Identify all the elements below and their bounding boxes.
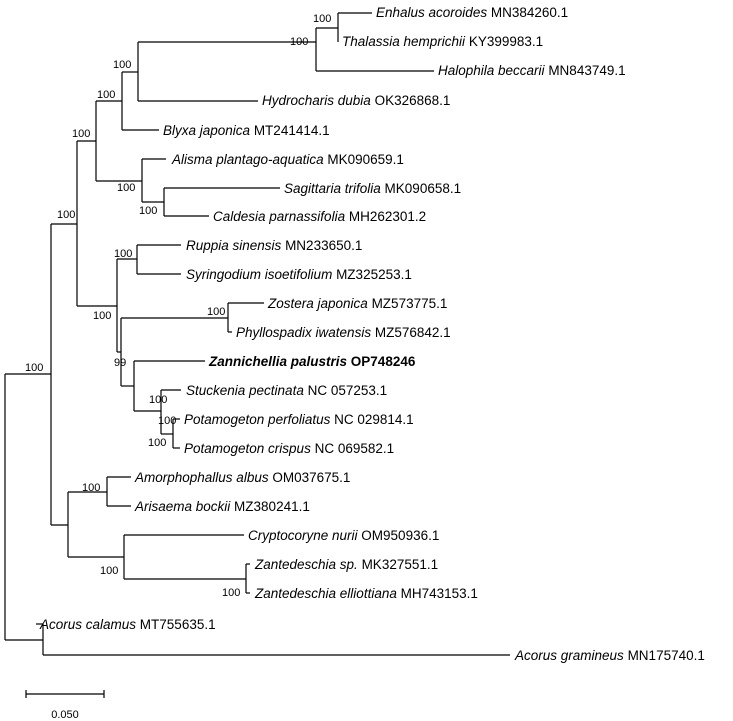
- bootstrap-n-hydro-alis: 100: [57, 209, 75, 221]
- species-name: Caldesia parnassifolia: [213, 209, 346, 224]
- accession-number: MK090659.1: [324, 152, 404, 167]
- taxon-label-potamogeton-perf: Potamogeton perfoliatus NC 029814.1: [184, 412, 414, 427]
- species-name: Blyxa japonica: [163, 123, 251, 138]
- taxon-label-enhalus: Enhalus acoroides MN384260.1: [376, 5, 568, 20]
- accession-number: MN384260.1: [487, 5, 568, 20]
- accession-number: OP748246: [347, 354, 416, 369]
- accession-number: MH743153.1: [397, 586, 478, 601]
- species-name: Arisaema bockii: [134, 499, 231, 514]
- species-name: Ruppia sinensis: [186, 238, 282, 253]
- accession-number: MT241414.1: [250, 123, 330, 138]
- accession-number: MZ325253.1: [332, 267, 412, 282]
- species-name: Zantedeschia elliottiana: [254, 586, 397, 601]
- accession-number: MZ380241.1: [230, 499, 310, 514]
- taxon-label-ruppia: Ruppia sinensis MN233650.1: [186, 238, 362, 253]
- bootstrap-n-alis-all: 100: [139, 205, 157, 217]
- species-name: Stuckenia pectinata: [186, 383, 304, 398]
- bootstrap-values: 100 100 100 100 100 100 100 100 100 100 99 100 100 10…: [25, 13, 331, 599]
- species-name: Zantedeschia sp.: [254, 557, 358, 572]
- bootstrap-n-potam: 99: [114, 357, 126, 369]
- accession-number: MN843749.1: [545, 63, 626, 78]
- species-name: Sagittaria trifolia: [284, 181, 381, 196]
- taxon-label-sagittaria: Sagittaria trifolia MK090658.1: [284, 181, 461, 196]
- bootstrap-n-hydroch3: 100: [290, 36, 308, 48]
- taxon-label-amorphophallus: Amorphophallus albus OM037675.1: [134, 470, 350, 485]
- bootstrap-n-sag-cal: 100: [117, 182, 135, 194]
- bootstrap-n-ruppia: 100: [114, 248, 132, 260]
- accession-number: KY399983.1: [465, 34, 543, 49]
- taxon-label-zostera: Zostera japonica MZ573775.1: [267, 296, 447, 311]
- taxon-label-zannichellia: Zannichellia palustris OP748246: [208, 354, 416, 369]
- taxon-label-halophila: Halophila beccarii MN843749.1: [438, 63, 626, 78]
- taxon-label-zantedeschia-sp: Zantedeschia sp. MK327551.1: [254, 557, 438, 572]
- bootstrap-n-pot-pair: 100: [158, 415, 176, 427]
- species-name: Halophila beccarii: [438, 63, 546, 78]
- taxon-label-hydrocharis: Hydrocharis dubia OK326868.1: [262, 93, 450, 108]
- scale-bar: 0.050: [25, 690, 105, 721]
- accession-number: MH262301.2: [345, 209, 426, 224]
- bootstrap-n-alisma: 100: [72, 128, 90, 140]
- accession-number: MZ576842.1: [371, 325, 451, 340]
- taxon-label-caldesia: Caldesia parnassifolia MH262301.2: [213, 209, 426, 224]
- species-name: Phyllospadix iwatensis: [236, 325, 371, 340]
- accession-number: OK326868.1: [371, 93, 451, 108]
- bootstrap-n-zostera: 100: [207, 306, 225, 318]
- species-name: Cryptocoryne nurii: [248, 528, 359, 543]
- bootstrap-n-alis-potam: 100: [149, 394, 167, 406]
- accession-number: MT755635.1: [136, 617, 216, 632]
- species-name: Acorus gramineus: [514, 648, 624, 663]
- species-name: Zostera japonica: [267, 296, 368, 311]
- accession-number: MK090658.1: [381, 181, 461, 196]
- tree-branches: [4, 12, 510, 656]
- taxon-label-cryptocoryne: Cryptocoryne nurii OM950936.1: [248, 528, 439, 543]
- species-name: Acorus calamus: [39, 617, 136, 632]
- taxon-label-acorus-gra: Acorus gramineus MN175740.1: [514, 648, 705, 663]
- species-name: Hydrocharis dubia: [262, 93, 371, 108]
- species-name: Zannichellia palustris: [208, 354, 348, 369]
- species-name: Potamogeton crispus: [184, 441, 311, 456]
- species-name: Alisma plantago-aquatica: [171, 152, 324, 167]
- taxon-label-thalassia: Thalassia hemprichii KY399983.1: [342, 34, 543, 49]
- taxon-label-zantedeschia-ell: Zantedeschia elliottiana MH743153.1: [254, 586, 478, 601]
- accession-number: MK327551.1: [358, 557, 438, 572]
- species-name: Amorphophallus albus: [134, 470, 269, 485]
- bootstrap-n-core: 100: [148, 437, 166, 449]
- accession-number: MN175740.1: [624, 648, 705, 663]
- accession-number: OM037675.1: [269, 470, 351, 485]
- accession-number: NC 069582.1: [311, 441, 394, 456]
- bootstrap-n-root: 100: [25, 362, 43, 374]
- scale-bar-label: 0.050: [51, 709, 79, 721]
- taxon-label-arisaema: Arisaema bockii MZ380241.1: [134, 499, 310, 514]
- bootstrap-n-hydrochar: 100: [97, 89, 115, 101]
- bootstrap-n-pot-all: 100: [93, 310, 111, 322]
- accession-number: NC 057253.1: [304, 383, 387, 398]
- bootstrap-n-amor: 100: [82, 482, 100, 494]
- species-name: Potamogeton perfoliatus: [184, 412, 331, 427]
- accession-number: NC 029814.1: [330, 412, 413, 427]
- taxon-label-alisma: Alisma plantago-aquatica MK090659.1: [171, 152, 404, 167]
- taxon-label-blyxa: Blyxa japonica MT241414.1: [163, 123, 330, 138]
- species-name: Enhalus acoroides: [376, 5, 487, 20]
- bootstrap-n-araceae: 100: [100, 565, 118, 577]
- bootstrap-n-zant: 100: [222, 587, 240, 599]
- taxon-label-acorus-cal: Acorus calamus MT755635.1: [39, 617, 216, 632]
- species-name: Thalassia hemprichii: [342, 34, 466, 49]
- species-name: Syringodium isoetifolium: [186, 267, 332, 282]
- taxon-label-syringodium: Syringodium isoetifolium MZ325253.1: [186, 267, 412, 282]
- taxon-label-phyllospadix: Phyllospadix iwatensis MZ576842.1: [236, 325, 451, 340]
- accession-number: MZ573775.1: [368, 296, 448, 311]
- accession-number: MN233650.1: [281, 238, 362, 253]
- taxon-label-stuckenia: Stuckenia pectinata NC 057253.1: [186, 383, 387, 398]
- accession-number: OM950936.1: [358, 528, 440, 543]
- taxon-label-potamogeton-cris: Potamogeton crispus NC 069582.1: [184, 441, 394, 456]
- bootstrap-n-hydroch4: 100: [113, 59, 131, 71]
- bootstrap-n-enh-tha: 100: [313, 13, 331, 25]
